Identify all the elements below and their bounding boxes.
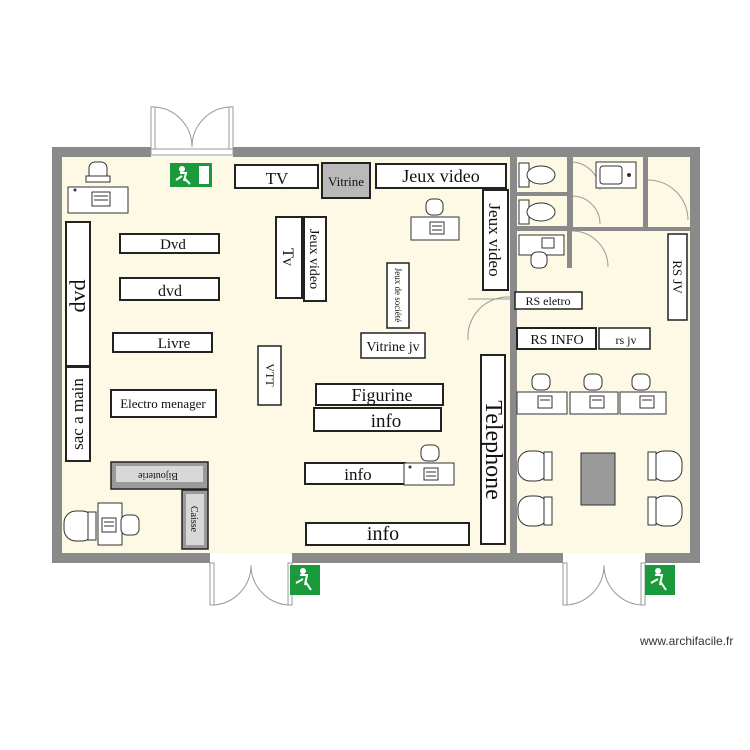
desk-icon [403, 444, 455, 486]
bijouterie-label: Bijouterie [137, 470, 178, 481]
door-icon [467, 161, 689, 341]
tv-center-shelf: Tv [275, 216, 303, 299]
info-2-label: info [344, 465, 371, 484]
info-3-label: info [367, 523, 399, 545]
chair-icon [63, 510, 97, 542]
door-gap-bottom-right [563, 553, 645, 563]
door-icon [150, 106, 234, 156]
jeux-video-top-label: Jeux video [402, 166, 479, 186]
wall-kitchen-v [643, 157, 647, 227]
desk-icon [410, 198, 460, 241]
electro-menager-label: Electro menager [120, 396, 206, 411]
door-icon [562, 562, 646, 606]
tv-center-label: Tv [279, 248, 296, 266]
jeux-video-right-label: Jeux video [485, 203, 504, 276]
wall-wc-v [567, 157, 572, 227]
wall-office-v [567, 231, 572, 268]
figurine-shelf: Figurine [315, 383, 444, 406]
cash-register-icon [97, 502, 140, 546]
sink-icon [595, 161, 637, 189]
desk-icon [518, 234, 565, 269]
livre-shelf: Livre [112, 332, 213, 353]
jeux-video-center-label: Jeux video [306, 229, 321, 289]
desk-icon [516, 373, 568, 415]
rs-jv-small-shelf: rs jv [598, 327, 651, 350]
exit-sign-icon [170, 163, 212, 187]
rs-jv-vertical-label: RS JV [670, 260, 685, 294]
door-gap-bottom-left [210, 553, 292, 563]
tv-top-label: TV [266, 169, 289, 188]
tv-shelf: TV [234, 164, 319, 189]
door-icon [209, 562, 293, 606]
info-shelf-1: info [313, 407, 442, 432]
caisse-label: Caisse [188, 506, 199, 533]
wall-right-h [517, 227, 690, 231]
floor-corner [648, 157, 690, 227]
vitrine-top-label: Vitrine [328, 174, 364, 189]
telephone-shelf: Telephone [480, 354, 506, 545]
rs-info-shelf: RS INFO [516, 327, 597, 350]
vitrine-top: Vitrine [321, 162, 371, 199]
dvd-big-label: dvd [65, 280, 90, 313]
livre-label: Livre [158, 336, 191, 352]
jeux-video-center-shelf: Jeux video [303, 216, 327, 302]
desk-icon [619, 373, 667, 415]
rs-eletro-label: RS eletro [526, 294, 571, 308]
exit-sign-icon [290, 565, 320, 595]
info-1-label: info [371, 411, 402, 432]
sac-a-main-label: sac a main [68, 378, 87, 450]
info-shelf-2: info [304, 462, 406, 485]
wall-wc-h [517, 192, 567, 196]
telephone-label: Telephone [480, 400, 506, 500]
desk-icon [67, 161, 129, 214]
dvd-shelf-1: Dvd [119, 233, 220, 254]
jeux-de-societe-shelf: Jeux de société [386, 262, 410, 329]
meeting-table [580, 452, 616, 506]
toilet-icon [518, 162, 556, 188]
rs-eletro-shelf: RS eletro [514, 291, 583, 310]
toilet-icon [518, 199, 556, 225]
jeux-de-societe-label: Jeux de société [393, 268, 403, 322]
figurine-label: Figurine [352, 385, 413, 405]
jeux-video-right-shelf: Jeux video [482, 189, 509, 291]
chair-icon [517, 495, 553, 527]
dvd-big-shelf: dvd [65, 221, 91, 367]
rs-info-label: RS INFO [530, 333, 583, 348]
bijouterie-counter: Bijouterie [110, 461, 209, 490]
vitrine-jv-label: Vitrine jv [366, 340, 419, 355]
sac-a-main-shelf: sac a main [65, 366, 91, 462]
vitrine-jv: Vitrine jv [360, 332, 426, 359]
dvd-shelf-2: dvd [119, 277, 220, 301]
watermark: www.archifacile.fr [640, 634, 734, 648]
chair-icon [647, 495, 683, 527]
electro-menager-shelf: Electro menager [110, 389, 217, 418]
exit-sign-icon [645, 565, 675, 595]
chair-icon [647, 450, 683, 482]
rs-jv-small-label: rs jv [616, 333, 637, 347]
dvd-2-label: dvd [158, 283, 182, 300]
rs-jv-vertical-shelf: RS JV [667, 233, 688, 321]
caisse-counter: Caisse [181, 489, 209, 550]
desk-icon [569, 373, 619, 415]
vtt-label: VTT [263, 363, 277, 387]
wall-vertical-main [510, 157, 517, 553]
vtt-shelf: VTT [257, 345, 282, 406]
info-shelf-3: info [305, 522, 470, 546]
chair-icon [517, 450, 553, 482]
jeux-video-top-shelf: Jeux video [375, 163, 507, 189]
dvd-1-label: Dvd [160, 237, 186, 253]
